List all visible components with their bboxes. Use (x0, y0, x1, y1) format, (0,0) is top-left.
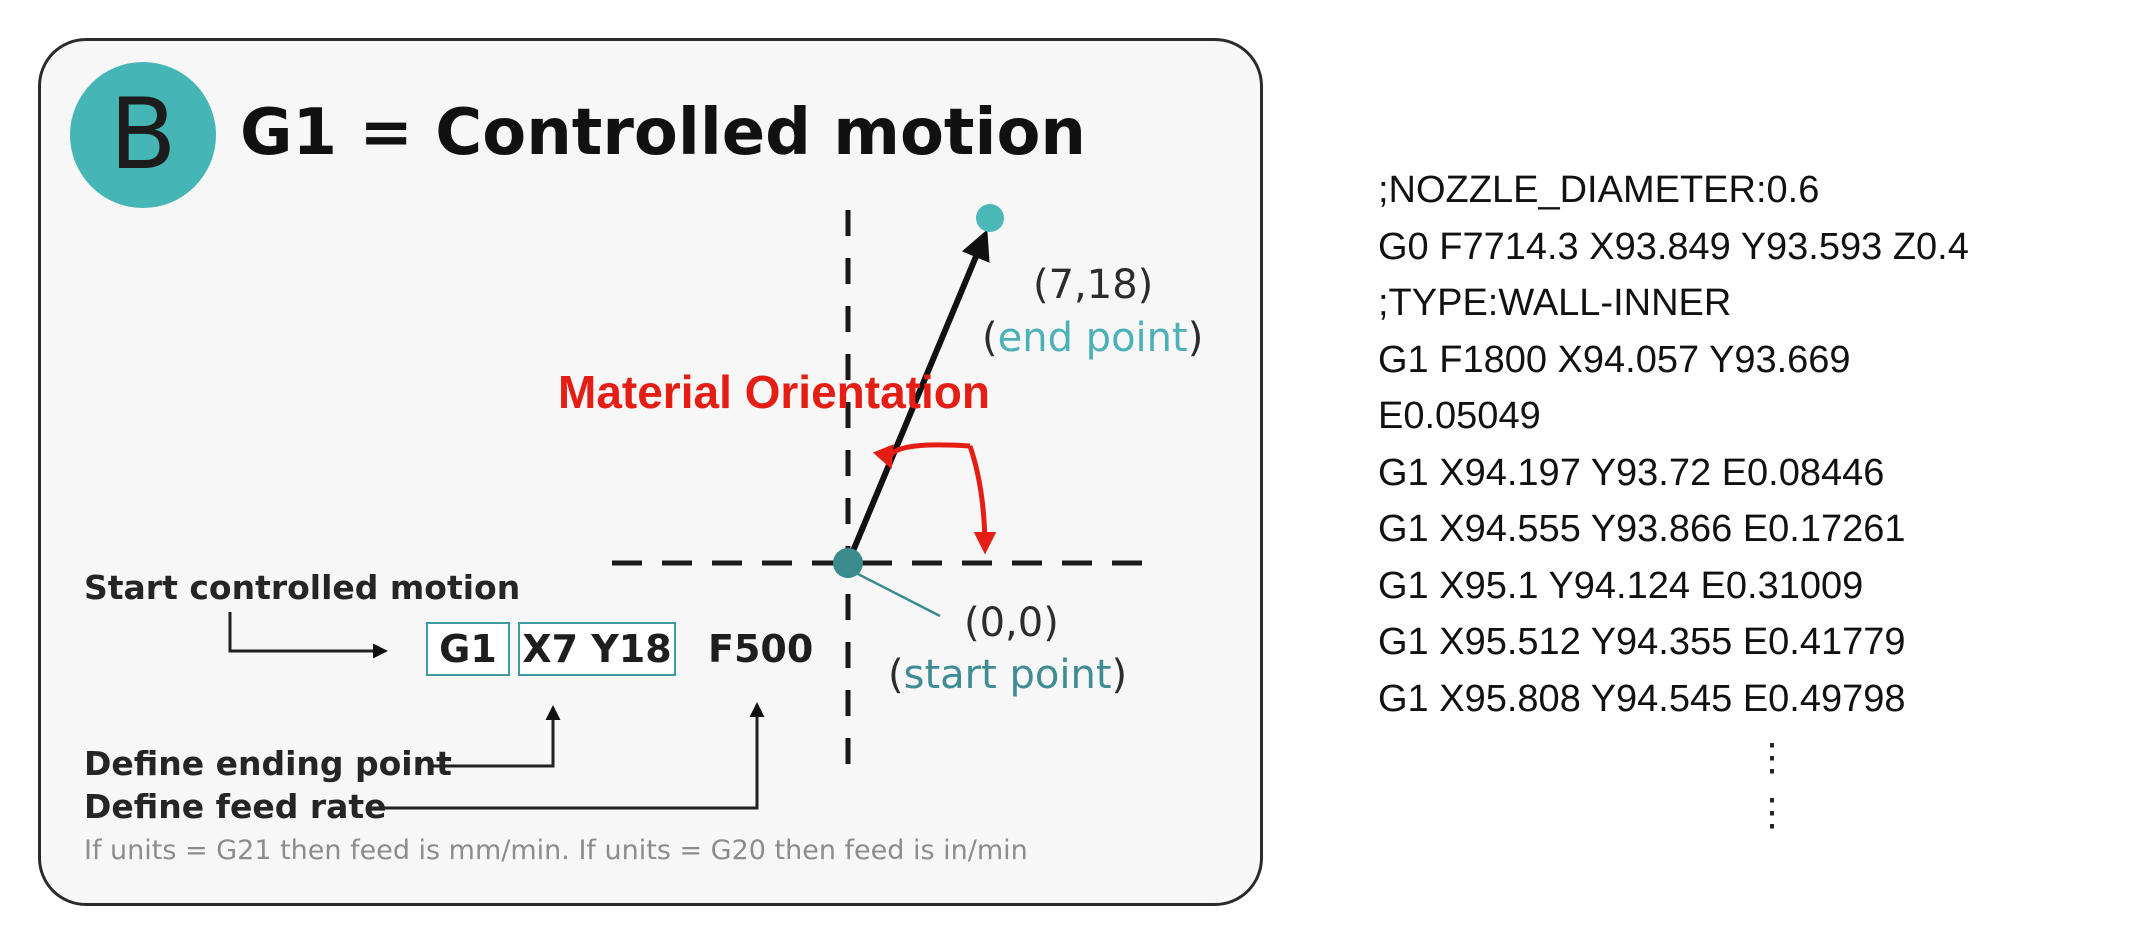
section-badge: B (70, 62, 216, 208)
orientation-arc-arrow-lower (967, 445, 997, 555)
motion-vector-arrow (845, 229, 990, 565)
gcode-line: G1 F1800 X94.057 Y93.669 (1378, 338, 1851, 381)
end-point-text: end point (997, 315, 1188, 361)
gcode-line: G1 X95.512 Y94.355 E0.41779 (1378, 621, 1906, 663)
units-note: If units = G21 then feed is mm/min. If u… (84, 835, 1028, 866)
define-feed-label: Define feed rate (84, 787, 387, 826)
gcode-line: ;NOZZLE_DIAMETER:0.6 (1378, 169, 1820, 211)
start-coord-label: (0,0) (964, 600, 1059, 646)
diagram-panel (38, 38, 1263, 906)
continuation-dots: ⋮ (1753, 737, 1791, 779)
start-motion-label: Start controlled motion (84, 568, 521, 607)
gcode-line: ;TYPE:WALL-INNER (1378, 282, 1732, 324)
gcode-listing: ;NOZZLE_DIAMETER:0.6 G0 F7714.3 X93.849 … (1378, 162, 1969, 727)
gcode-line: G1 X94.555 Y93.866 E0.17261 (1378, 508, 1906, 550)
end-point-label: (end point) (982, 315, 1204, 361)
gcode-line: E0.05049 (1378, 395, 1541, 437)
end-coord-label: (7,18) (1033, 262, 1154, 308)
gcode-line: G1 X95.1 Y94.124 E0.31009 (1378, 564, 1864, 607)
define-feed-pointer (368, 702, 765, 810)
continuation-dots: ⋮ (1753, 792, 1791, 834)
cmd-xy-box: X7 Y18 (518, 622, 676, 676)
start-point-marker (833, 548, 863, 578)
define-end-label: Define ending point (84, 744, 452, 783)
cmd-g1-box: G1 (426, 622, 510, 676)
cmd-feed-text: F500 (708, 627, 814, 671)
gcode-line: G0 F7714.3 X93.849 Y93.593 Z0.4 (1378, 225, 1969, 268)
material-orientation-label: Material Orientation (558, 366, 990, 418)
end-point-marker (976, 204, 1004, 232)
start-point-text: start point (903, 652, 1112, 698)
orientation-arc-arrow (872, 442, 971, 470)
gcode-line: G1 X95.808 Y94.545 E0.49798 (1378, 677, 1906, 720)
start-point-label: (start point) (888, 652, 1128, 698)
start-point-leader (855, 571, 941, 618)
gcode-line: G1 X94.197 Y93.72 E0.08446 (1378, 451, 1885, 494)
panel-title: G1 = Controlled motion (240, 96, 1086, 170)
define-end-pointer (428, 705, 561, 768)
start-motion-pointer (228, 612, 388, 659)
